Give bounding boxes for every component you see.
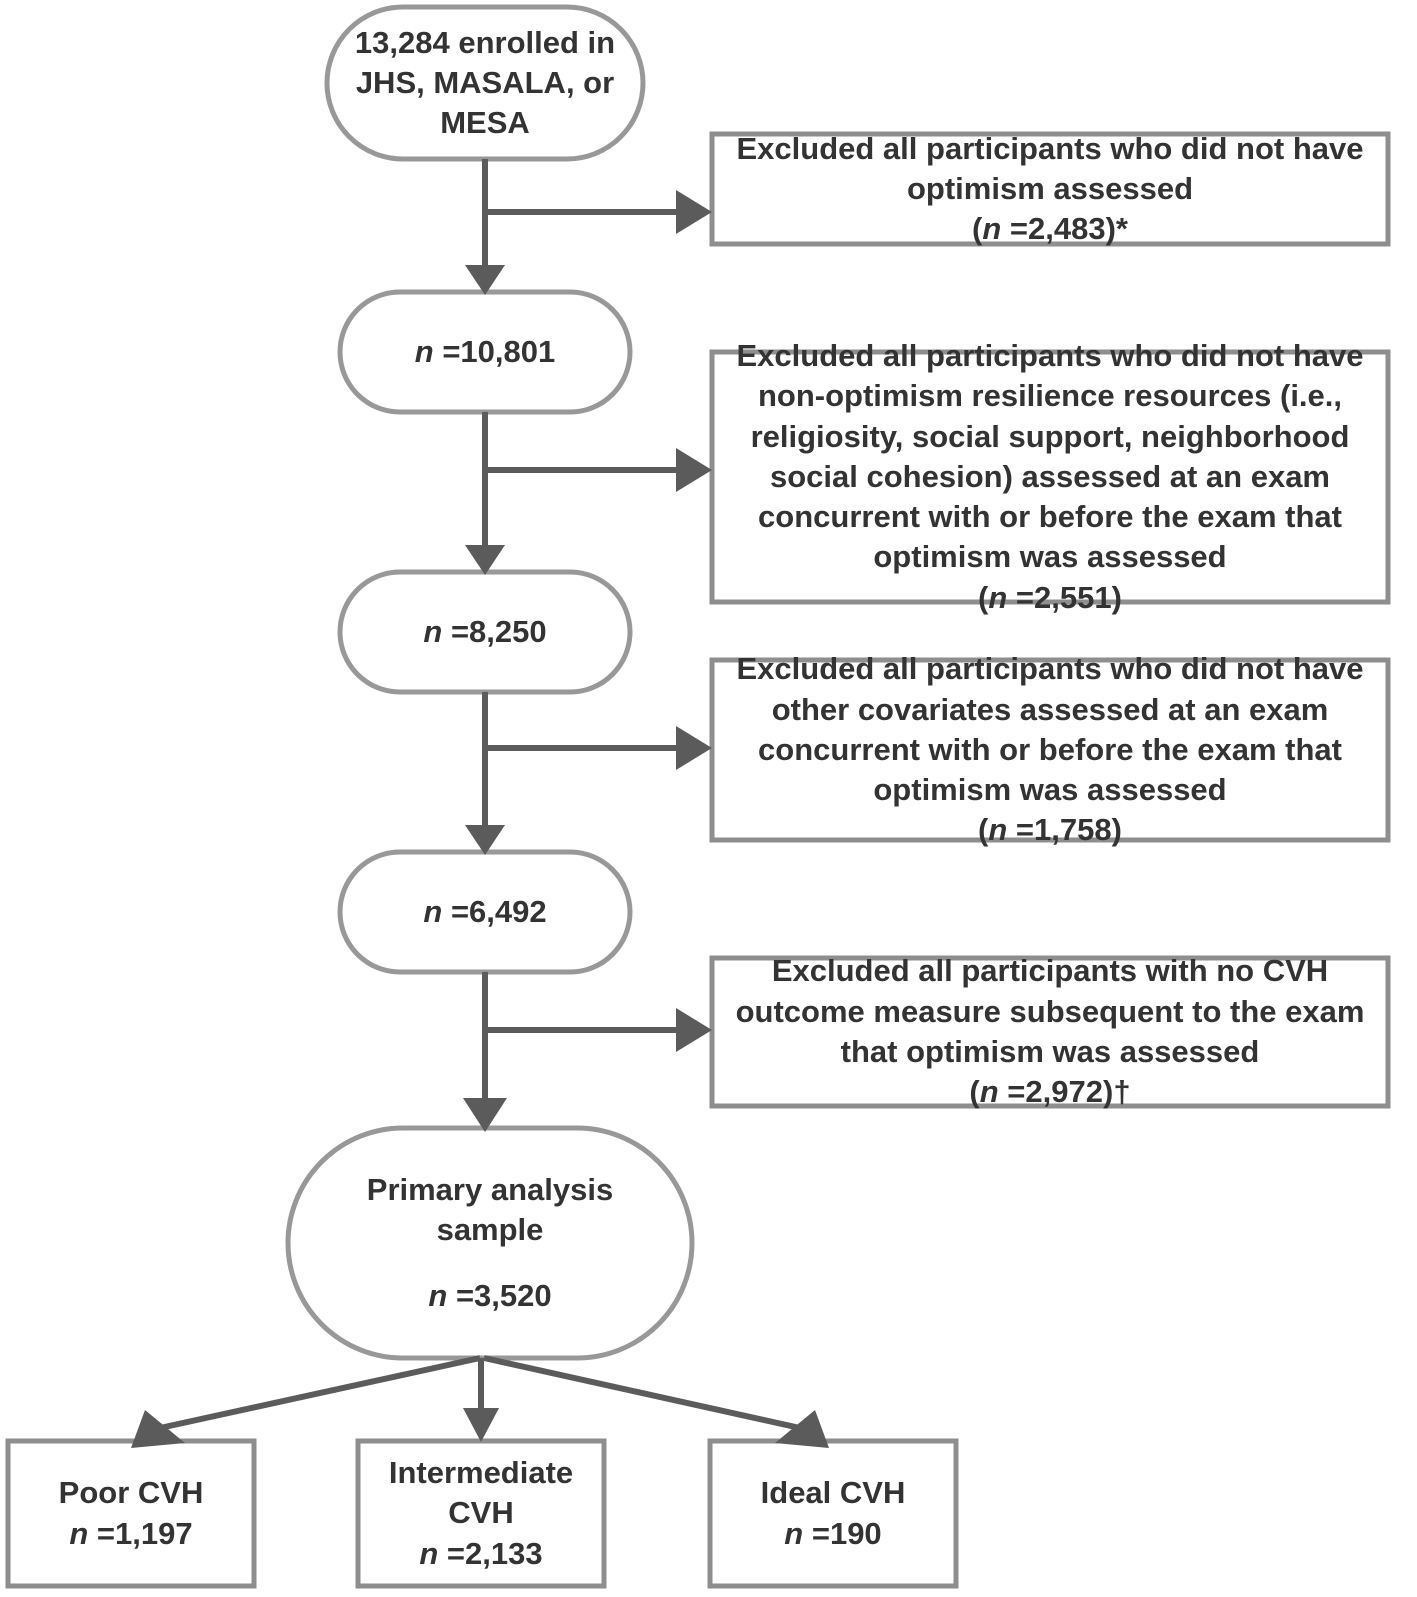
node-after-covariates-shape bbox=[337, 849, 633, 975]
box-exclusion-resilience-shape bbox=[709, 349, 1391, 605]
connector-primary-to-poor-cvh bbox=[131, 1355, 481, 1448]
node-enrolled-shape bbox=[324, 4, 646, 162]
connector-primary-to-intermediate-cvh bbox=[463, 1358, 499, 1442]
node-primary-sample-shape bbox=[285, 1125, 695, 1361]
connector-branch-exclusion-covariates bbox=[485, 726, 712, 770]
box-exclusion-cvh-outcome-shape bbox=[709, 955, 1391, 1109]
node-after-resilience-shape bbox=[337, 569, 633, 695]
node-after-optimism-shape bbox=[337, 289, 633, 415]
connector-branch-exclusion-resilience bbox=[485, 448, 712, 492]
connector-branch-exclusion-optimism bbox=[485, 190, 712, 234]
box-exclusion-optimism-shape bbox=[709, 131, 1391, 247]
connector-primary-to-ideal-cvh bbox=[483, 1355, 829, 1448]
connector-after-optimism-to-after-resilience bbox=[465, 412, 505, 575]
connector-after-resilience-to-after-covariates bbox=[465, 692, 505, 855]
connector-branch-exclusion-cvh-outcome bbox=[485, 1008, 712, 1052]
connector-enrolled-to-after-optimism bbox=[465, 159, 505, 295]
box-outcome-intermediate-cvh-shape bbox=[355, 1438, 607, 1589]
box-outcome-ideal-cvh-shape bbox=[707, 1438, 959, 1589]
box-outcome-poor-cvh-shape bbox=[5, 1438, 257, 1589]
box-exclusion-covariates-shape bbox=[709, 657, 1391, 843]
connector-after-covariates-to-primary-sample bbox=[463, 972, 507, 1132]
